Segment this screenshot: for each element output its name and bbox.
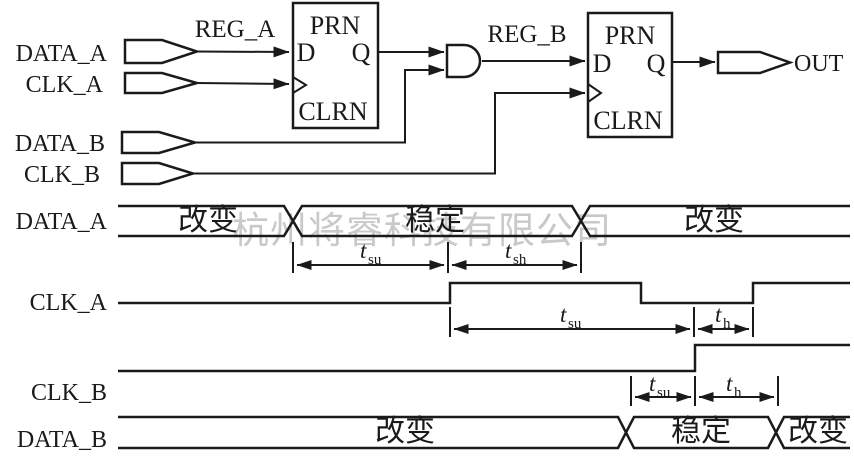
net-label-reg-a: REG_A: [195, 16, 276, 43]
waveform-clk-a: [118, 281, 850, 305]
t-su-sub: su: [368, 252, 382, 268]
pin-label-data-a: DATA_A: [16, 41, 108, 67]
t-h-sub: h: [723, 316, 731, 332]
t-su-sub: su: [657, 385, 671, 401]
t-su-label: t: [360, 238, 367, 263]
t-su-label: t: [560, 302, 567, 327]
and-gate-icon: [445, 43, 482, 79]
flipflop-reg-a: PRN D Q CLRN: [291, 1, 380, 130]
net-label-reg-b: REG_B: [487, 21, 566, 48]
waveform-clk-b: [118, 343, 850, 373]
ff-prn-label: PRN: [605, 21, 656, 50]
input-pin-icon: [120, 161, 198, 186]
wire-data-a-to-d: [196, 46, 290, 58]
input-pin-icon: [123, 71, 202, 95]
pin-label-data-b: DATA_B: [15, 131, 105, 157]
ff-clrn-label: CLRN: [593, 106, 663, 135]
wire-clk-a-to-clock: [196, 78, 290, 90]
waveform-data-a: 改变 稳定 改变: [118, 204, 850, 238]
dimension-row-clk-b: t su t h: [630, 371, 779, 406]
flipflop-reg-b: PRN D Q CLRN: [586, 11, 674, 139]
row-label-clk-a: CLK_A: [30, 290, 108, 316]
bus-segment-label: 稳定: [405, 204, 465, 237]
bus-segment-label: 改变: [375, 415, 435, 448]
clock-edge-icon: [292, 76, 308, 94]
ff-clrn-label: CLRN: [298, 97, 368, 126]
dimension-row-clk-a: t su t h: [449, 302, 754, 337]
ff-d-label: D: [297, 38, 316, 67]
ff-prn-label: PRN: [310, 11, 361, 40]
input-pin-icon: [123, 38, 202, 65]
ff-d-label: D: [593, 49, 612, 78]
circuit-diagram: DATA_A CLK_A DATA_B CLK_B REG_A REG_B PR…: [15, 1, 844, 188]
wire-data-b-to-and: [195, 64, 445, 144]
row-label-clk-b: CLK_B: [31, 380, 107, 406]
pin-label-clk-a: CLK_A: [26, 72, 104, 98]
bus-segment-label: 改变: [788, 415, 848, 448]
bus-segment-label: 改变: [684, 204, 744, 237]
row-label-data-a: DATA_A: [16, 209, 108, 235]
timing-diagram: DATA_A CLK_A CLK_B DATA_B 改变 稳定 改变 t su …: [16, 204, 850, 453]
input-pin-icon: [120, 130, 200, 155]
t-h-sub: h: [734, 385, 742, 401]
output-pin-icon: [716, 50, 794, 75]
ff-q-label: Q: [352, 38, 371, 67]
t-sh-sub: sh: [513, 252, 527, 268]
bus-segment-label: 改变: [178, 204, 238, 237]
t-h-label: t: [726, 371, 733, 396]
pin-label-clk-b: CLK_B: [24, 162, 100, 188]
t-h-label: t: [715, 302, 722, 327]
ff-q-label: Q: [647, 49, 666, 78]
t-su-label: t: [649, 371, 656, 396]
pin-label-out: OUT: [794, 51, 844, 77]
wire-clk-b-to-clock2: [193, 87, 586, 175]
clock-edge-icon: [587, 83, 603, 103]
bus-segment-label: 稳定: [671, 415, 731, 448]
t-su-sub: su: [568, 316, 582, 332]
t-sh-label: t: [505, 238, 512, 263]
row-label-data-b: DATA_B: [17, 427, 107, 453]
waveform-data-b: 改变 稳定 改变: [118, 415, 850, 450]
dimension-row-data-a: t su t sh: [292, 238, 582, 273]
